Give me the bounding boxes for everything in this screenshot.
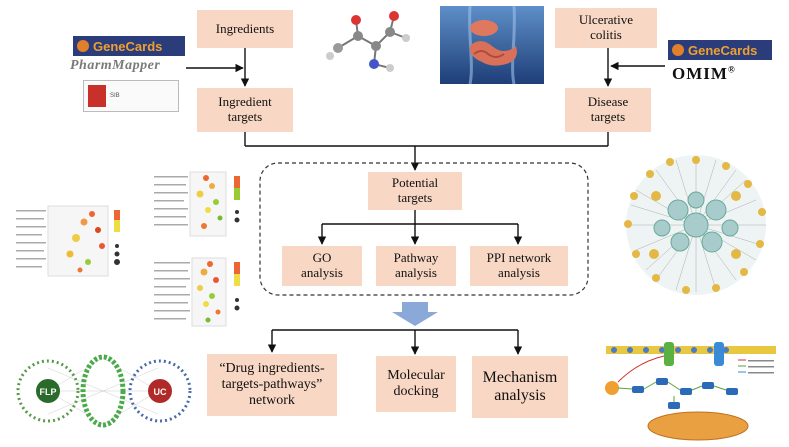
intestine-illustration (440, 6, 544, 84)
siob-logo: SIB (83, 80, 179, 112)
ulcerative-colitis-box: Ulcerative colitis (555, 8, 657, 48)
ulcerative-colitis-line1: Ulcerative (578, 12, 634, 28)
mechanism-pathway-image (605, 342, 776, 441)
mechanism-analysis-line1: Mechanism (482, 368, 558, 386)
genecards-logo-text-right: GeneCards (688, 42, 758, 58)
ingredient-targets-line2: targets (227, 109, 263, 124)
uc-node-label: UC (154, 387, 167, 397)
siob-logo-text: SIB (110, 92, 120, 99)
genecards-logo-left: GeneCards (73, 36, 185, 56)
mechanism-analysis-box: Mechanism analysis (472, 356, 568, 418)
disease-targets-line2: targets (590, 109, 626, 124)
potential-targets-line2: targets (397, 190, 433, 205)
ppi-analysis-box: PPI network analysis (470, 246, 568, 286)
molecular-docking-line1: Molecular (387, 367, 445, 383)
go-dotplot-small (16, 205, 120, 277)
pharmmapper-logo: PharmMapper (70, 58, 190, 76)
kegg-dotplot-top (154, 171, 240, 237)
siob-mark-icon (88, 85, 106, 107)
go-analysis-line1: GO (312, 250, 332, 266)
omim-logo-text: OMIM (672, 64, 728, 83)
pathway-analysis-line1: Pathway (393, 250, 439, 266)
genecards-logo-right: GeneCards (668, 40, 772, 60)
pathway-analysis-line2: analysis (395, 265, 437, 280)
drug-network-line2: targets-pathways” (221, 376, 323, 392)
kegg-dotplot-bottom (154, 257, 240, 327)
disease-targets-line1: Disease (587, 94, 629, 110)
molecular-docking-box: Molecular docking (376, 356, 456, 412)
drug-network-line3: network (249, 393, 295, 409)
genecards-logo-text-left: GeneCards (93, 38, 163, 54)
potential-targets-line1: Potential (391, 175, 439, 191)
ingredient-targets-box: Ingredient targets (197, 88, 293, 132)
pathway-analysis-box: Pathway analysis (376, 246, 456, 286)
pharmmapper-logo-text: PharmMapper (70, 58, 161, 73)
ppi-analysis-line1: PPI network (486, 250, 552, 266)
flp-node-label: FLP (40, 387, 57, 397)
genecards-hex-icon (77, 40, 89, 52)
mechanism-analysis-line2: analysis (494, 387, 546, 404)
molecular-docking-line2: docking (393, 384, 439, 399)
ingredients-box: Ingredients (197, 10, 293, 48)
ulcerative-colitis-line2: colitis (590, 27, 622, 42)
drug-network-box: “Drug ingredients- targets-pathways” net… (207, 354, 337, 416)
go-analysis-box: GO analysis (282, 246, 362, 286)
go-analysis-line2: analysis (301, 265, 343, 280)
molecule-structure-image (326, 11, 410, 72)
ppi-network-image (624, 155, 766, 295)
genecards-hex-icon-right (672, 44, 684, 56)
drug-network-line1: “Drug ingredients- (219, 360, 325, 376)
drug-target-pathway-network-image: FLP UC (16, 354, 192, 428)
ingredient-targets-line1: Ingredient (218, 94, 272, 110)
omim-logo: OMIM® (672, 64, 736, 83)
ingredients-label: Ingredients (215, 20, 275, 36)
disease-targets-box: Disease targets (565, 88, 651, 132)
ppi-analysis-line2: analysis (498, 265, 540, 280)
potential-targets-box: Potential targets (368, 172, 462, 210)
